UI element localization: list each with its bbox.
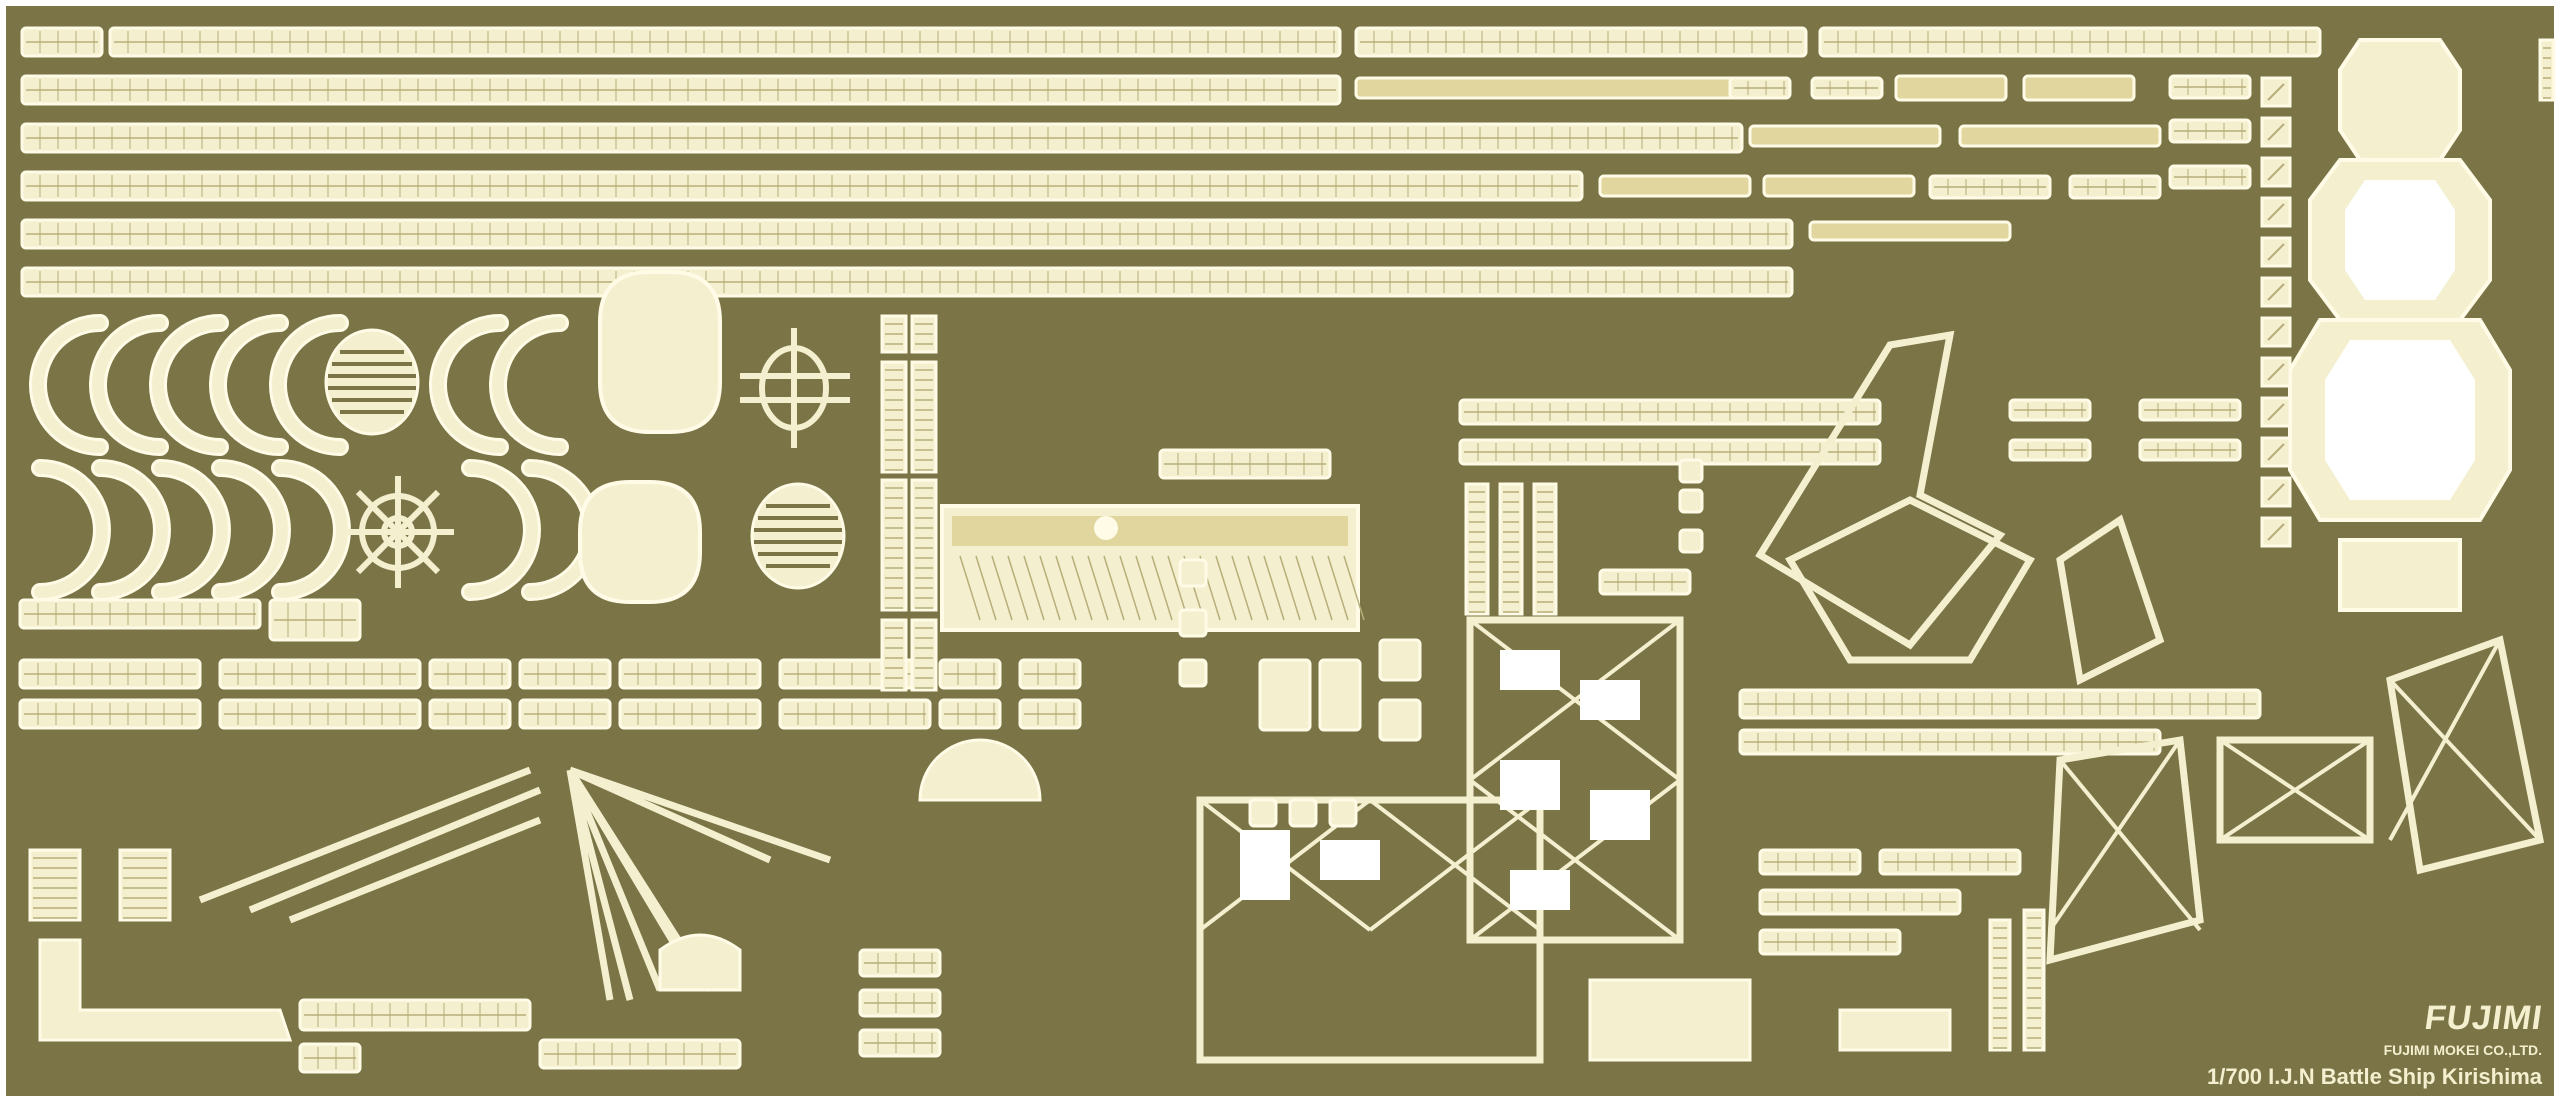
small-fitting — [1678, 528, 1704, 554]
railing-strip — [1958, 124, 2162, 148]
small-fitting — [2260, 76, 2292, 108]
small-fitting — [1178, 558, 1208, 588]
railing-strip — [1354, 76, 1758, 100]
hatch-cover — [598, 270, 722, 434]
railing-strip — [1808, 220, 2012, 242]
small-fitting — [1178, 608, 1208, 638]
ladder-parts — [28, 38, 2556, 1052]
ladder — [910, 360, 938, 474]
bracket — [38, 933, 1952, 1062]
tripod-mast — [1755, 330, 2006, 650]
small-fitting — [1378, 698, 1422, 742]
railing-strip — [1894, 74, 2008, 102]
small-fitting — [1378, 638, 1422, 682]
aft-lattice — [2046, 735, 2204, 965]
small-fitting — [2260, 196, 2292, 228]
ladder — [2022, 908, 2046, 1052]
ladder — [1498, 482, 1524, 616]
ladder — [1988, 918, 2012, 1052]
mast-platform-holes — [2325, 180, 2475, 500]
brand-logo: FUJIMI — [2421, 999, 2545, 1037]
bridge-panels — [1240, 650, 1650, 910]
kit-title: 1/700 I.J.N Battle Ship Kirishima — [2206, 1064, 2542, 1089]
railing-strip — [1762, 174, 1916, 198]
ladder — [910, 618, 938, 692]
small-fitting — [1248, 798, 1278, 828]
ladder — [880, 478, 908, 612]
small-fitting — [1258, 658, 1312, 732]
railing-strip — [1598, 174, 1752, 198]
deck-panel — [940, 504, 1365, 632]
small-fitting — [1678, 458, 1704, 484]
crane-boom — [566, 766, 832, 1001]
small-fitting — [2260, 116, 2292, 148]
grille-disc — [324, 328, 420, 436]
ladder — [118, 848, 172, 922]
tripod-mast — [2056, 514, 2165, 686]
ladder — [2538, 38, 2556, 102]
curved-railings — [29, 314, 601, 601]
bridge-lattice — [1196, 796, 1544, 1064]
small-fitting — [1288, 798, 1318, 828]
maker-name: FUJIMI MOKEI CO.,LTD. — [2383, 1042, 2542, 1058]
ladder — [880, 618, 908, 692]
ladder — [1532, 482, 1558, 616]
protractor — [918, 738, 1042, 802]
small-fitting — [1678, 488, 1704, 514]
hatch-covers — [578, 270, 722, 604]
steering-wheels — [342, 328, 850, 588]
ladder — [880, 360, 908, 474]
grille-slats — [328, 350, 842, 568]
lattice-structures — [198, 330, 2545, 1064]
railing-strip — [2022, 74, 2136, 102]
grille-disc — [750, 482, 846, 590]
ladder — [910, 478, 938, 612]
crane-boom — [198, 766, 542, 924]
small-fitting — [1318, 658, 1362, 732]
small-fitting — [1178, 658, 1208, 688]
small-fitting — [2260, 236, 2292, 268]
railing-strips — [18, 26, 2322, 1074]
ladder — [1464, 482, 1490, 616]
ladder — [28, 848, 82, 922]
small-fittings — [1178, 76, 2292, 828]
tripod-mast — [1785, 496, 2035, 664]
grille-discs — [324, 328, 846, 590]
small-fitting — [1328, 798, 1358, 828]
hatch-cover — [578, 480, 702, 604]
railing-strip — [1748, 124, 1942, 148]
